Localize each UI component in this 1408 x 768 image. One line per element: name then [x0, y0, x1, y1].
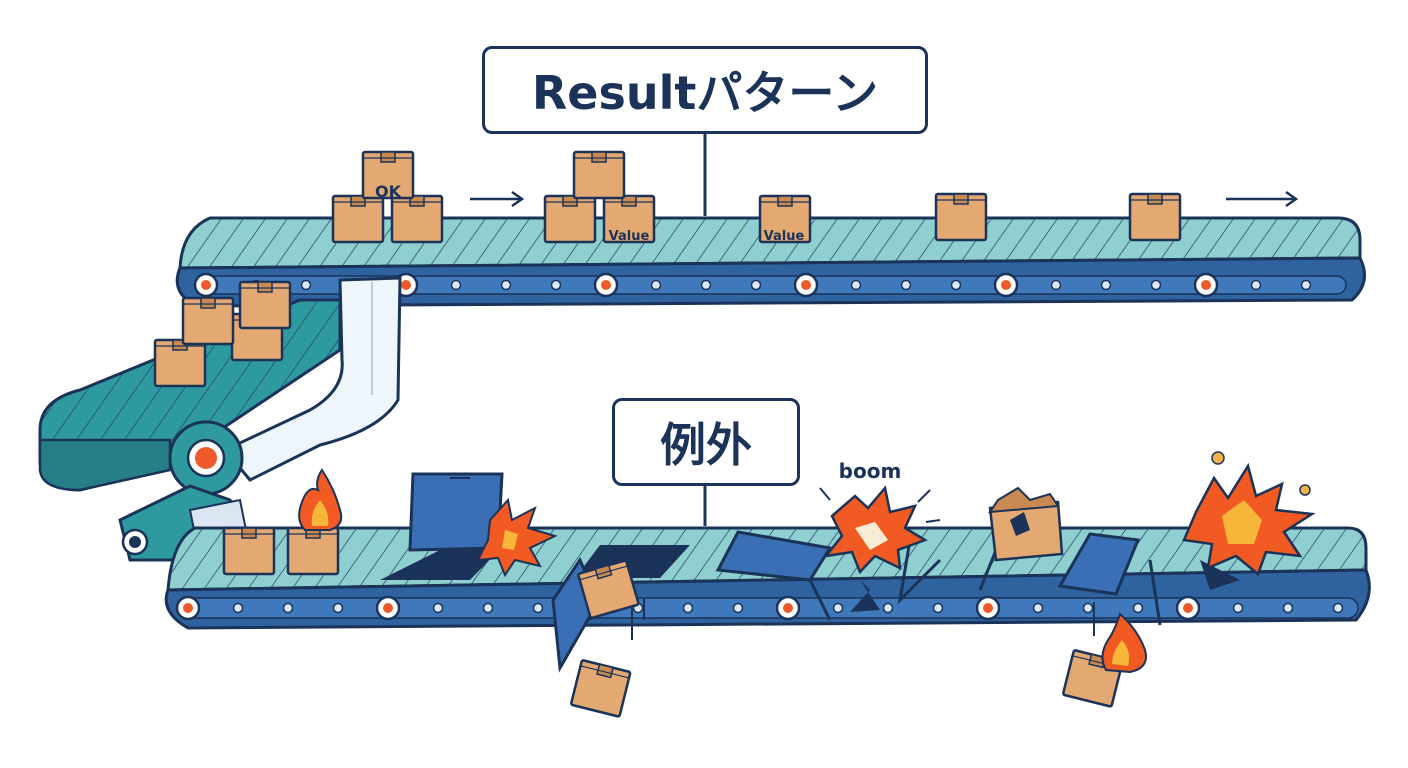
- falling-box: [569, 658, 632, 718]
- belt-dot: [750, 279, 762, 291]
- value-box: Value: [758, 194, 812, 244]
- belt-dot: [900, 279, 912, 291]
- belt-dot: [1050, 279, 1062, 291]
- belt-dot: [332, 602, 344, 614]
- broken-belt-panel: [1057, 532, 1141, 596]
- explosion-icon: boom: [819, 459, 941, 575]
- roller: [993, 272, 1019, 298]
- belt-dot: [700, 279, 712, 291]
- burst-label: boom: [839, 459, 902, 483]
- flame-icon: [298, 468, 343, 531]
- belt-dot: [1232, 602, 1244, 614]
- falling-box: [576, 558, 645, 640]
- broken-belt-panel: [715, 530, 833, 582]
- belt-dot: [1332, 602, 1344, 614]
- belt-dot: [1032, 602, 1044, 614]
- burning-box: [1061, 602, 1147, 708]
- belt-dot: [950, 279, 962, 291]
- explosion-icon: [476, 497, 558, 578]
- belt-dot: [850, 279, 862, 291]
- cardboard-box-icon: [222, 526, 276, 576]
- belt-dot: [1082, 602, 1094, 614]
- value-box-stack: Value: [543, 150, 656, 244]
- belt-dot: [1100, 279, 1112, 291]
- belt-dot: [300, 279, 312, 291]
- belt-dot: [650, 279, 662, 291]
- belt-dot: [432, 602, 444, 614]
- belt-dot: [232, 602, 244, 614]
- cardboard-box-icon: [1128, 192, 1182, 242]
- belt-dot: [500, 279, 512, 291]
- roller: [975, 595, 1001, 621]
- roller: [175, 595, 201, 621]
- exception-title: 例外: [612, 398, 800, 486]
- belt-dot: [882, 602, 894, 614]
- belt-dot: [1132, 602, 1144, 614]
- belt-dot: [832, 602, 844, 614]
- belt-dot: [450, 279, 462, 291]
- roller: [193, 272, 219, 298]
- result-pattern-title: Resultパターン: [482, 46, 928, 134]
- belt-dot: [550, 279, 562, 291]
- belt-dot: [1150, 279, 1162, 291]
- belt-dot: [482, 602, 494, 614]
- ok-box-label: OK: [375, 182, 402, 201]
- ok-box-stack: OK: [331, 150, 444, 244]
- explosion-icon: [1182, 451, 1316, 577]
- cardboard-box-icon: [286, 526, 340, 576]
- belt-dot: [932, 602, 944, 614]
- value-box-label: Value: [609, 229, 650, 244]
- damaged-box: [988, 486, 1064, 562]
- roller: [1193, 272, 1219, 298]
- belt-dot: [532, 602, 544, 614]
- roller: [1175, 595, 1201, 621]
- belt-dot: [1250, 279, 1262, 291]
- belt-dot: [1300, 279, 1312, 291]
- belt-dot: [1282, 602, 1294, 614]
- belt-dot: [732, 602, 744, 614]
- roller: [793, 272, 819, 298]
- belt-dot: [682, 602, 694, 614]
- arrow-right-icon: [1226, 190, 1299, 208]
- trapdoor-icon: [380, 472, 504, 580]
- value-box-label: Value: [764, 229, 805, 244]
- roller: [593, 272, 619, 298]
- cardboard-box-icon: [934, 192, 988, 242]
- roller: [375, 595, 401, 621]
- roller: [775, 595, 801, 621]
- arrow-right-icon: [470, 190, 525, 208]
- belt-dot: [282, 602, 294, 614]
